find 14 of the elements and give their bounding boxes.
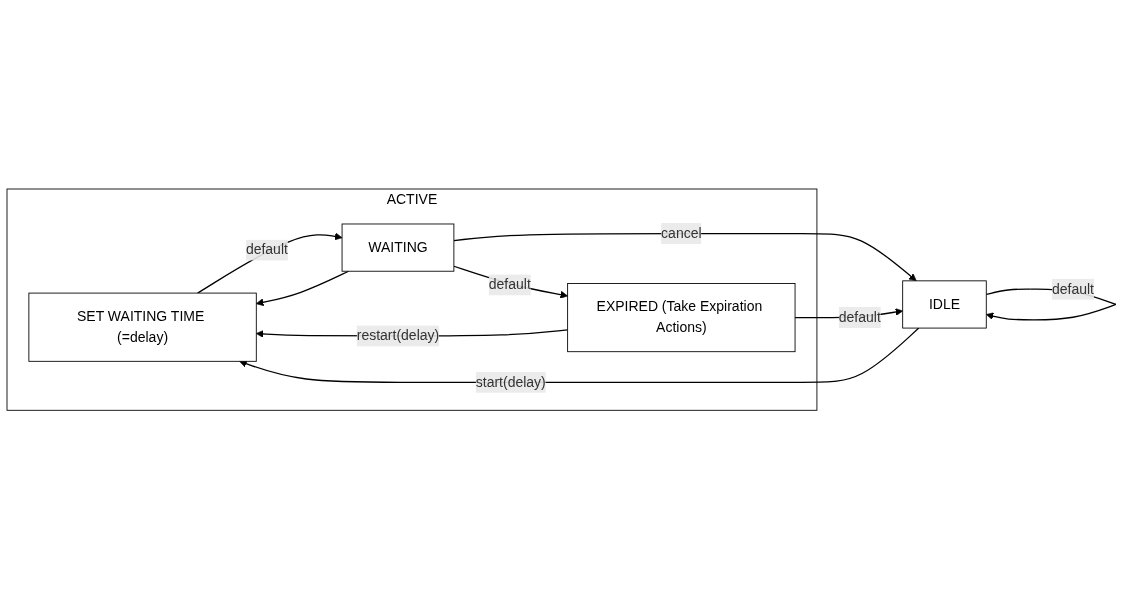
edge-label: default — [1051, 281, 1094, 296]
arrow — [196, 232, 343, 294]
edge-label: default — [488, 276, 531, 292]
node-box: EXPIRED (Take Expiration Actions) — [567, 282, 796, 352]
edge-label: cancel — [661, 225, 702, 241]
edge-label: restart(delay) — [356, 327, 440, 343]
arrow — [453, 232, 917, 282]
node-box: SET WAITING TIME (=delay) — [28, 292, 257, 362]
edge-label: default — [838, 309, 881, 325]
edge-label: start(delay) — [475, 374, 546, 390]
arrow — [453, 265, 568, 299]
node-box: WAITING — [341, 223, 455, 272]
node-box: IDLE — [902, 280, 987, 329]
edge-label: default — [245, 242, 288, 257]
